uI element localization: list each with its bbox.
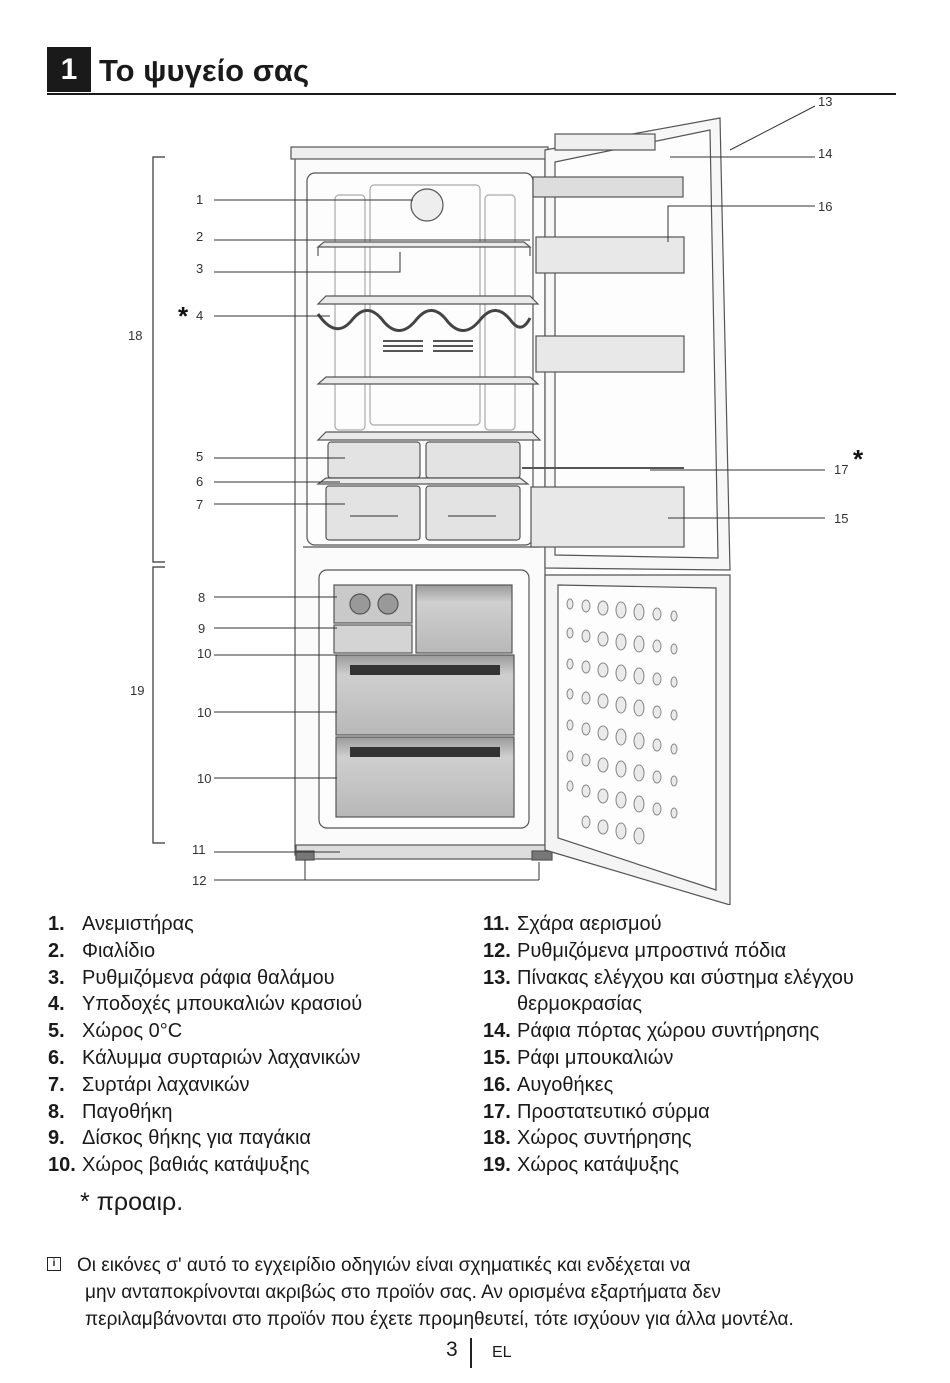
freezer-top-box: [415, 584, 513, 654]
info-icon: i: [47, 1257, 61, 1271]
callout-10c: 10: [197, 771, 211, 786]
fridge-diagram: 1 2 3 * 4 5 6 7 8 9 10 10 10 11 12 13 14…: [128, 94, 864, 905]
legend-left: 1.Ανεμιστήρας 2.Φιαλίδιο 3.Ρυθμιζόμενα ρ…: [48, 911, 468, 1179]
legend-item: 19.Χώρος κατάψυξης: [483, 1154, 680, 1177]
front-foot-right: [531, 850, 553, 861]
callout-5: 5: [196, 449, 203, 464]
callout-13: 13: [818, 94, 832, 109]
shelf-1: [316, 241, 532, 248]
fan-icon: [410, 188, 444, 222]
shelf-2: [316, 295, 540, 305]
callout-3: 3: [196, 261, 203, 276]
note-text: Οι εικόνες σ' αυτό το εγχειρίδιο οδηγιών…: [77, 1255, 794, 1330]
legend-item: 3.Ρυθμιζόμενα ράφια θαλάμου: [48, 966, 335, 989]
legend-item: 12.Ρυθμιζόμενα μπροστινά πόδια: [483, 939, 787, 962]
section-title: Το ψυγείο σας: [99, 53, 310, 88]
bracket-freezer: [152, 566, 165, 844]
chiller-box-left: [327, 441, 421, 479]
door-shelf-middle: [535, 335, 685, 373]
egg-tray: [535, 236, 685, 274]
ice-bank: [333, 624, 413, 654]
callout-12: 12: [192, 873, 206, 888]
legend-item: 1.Ανεμιστήρας: [48, 913, 194, 935]
callout-15: 15: [834, 511, 848, 526]
bottle-shelf: [530, 486, 685, 548]
callout-16: 16: [818, 199, 832, 214]
callout-10a: 10: [197, 646, 211, 661]
legend-item: 6.Κάλυμμα συρταριών λαχανικών: [48, 1046, 361, 1069]
ice-tray: [333, 584, 413, 624]
footer-divider: [470, 1338, 472, 1368]
freezer-door-dimples: [566, 598, 678, 845]
callout-7: 7: [196, 497, 203, 512]
bracket-fridge: [152, 156, 165, 563]
callout-6: 6: [196, 474, 203, 489]
control-panel: [554, 133, 656, 151]
section-number: 1: [47, 47, 91, 92]
crisper-right: [425, 485, 521, 541]
fridge-top-panel: [290, 146, 549, 160]
wine-rack: [316, 309, 532, 332]
legend-item: 15.Ράφι μπουκαλιών: [483, 1046, 674, 1069]
legend-item: 18.Χώρος συντήρησης: [483, 1127, 692, 1150]
optional-marker-4: *: [178, 301, 189, 331]
callout-14: 14: [818, 146, 832, 161]
legend-item: 7.Συρτάρι λαχανικών: [48, 1073, 250, 1096]
callout-17: 17: [834, 462, 848, 477]
optional-note: * προαιρ.: [80, 1188, 184, 1216]
callout-2: 2: [196, 229, 203, 244]
language-code: EL: [492, 1344, 512, 1361]
legend-item: 14.Ράφια πόρτας χώρου συντήρησης: [483, 1020, 820, 1043]
legend-item: 8.Παγοθήκη: [48, 1100, 173, 1123]
crisper-cover: [316, 477, 530, 485]
legend-item: 16.Αυγοθήκες: [483, 1073, 614, 1096]
legend-item: 9.Δίσκος θήκης για παγάκια: [48, 1127, 311, 1150]
fan-housing: [369, 184, 481, 426]
callout-4: 4: [196, 308, 203, 323]
legend-item: 5.Χώρος 0°C: [48, 1020, 183, 1043]
callout-10b: 10: [197, 705, 211, 720]
door-top-shelf: [532, 176, 684, 198]
legend-item: 11.Σχάρα αερισμού: [483, 913, 662, 935]
legend-item: 10.Χώρος βαθιάς κατάψυξης: [48, 1154, 310, 1177]
shelf-3: [316, 376, 540, 385]
callout-19: 19: [130, 683, 144, 698]
legend-item: 2.Φιαλίδιο: [48, 939, 156, 962]
legend-item: 13.Πίνακας ελέγχου και σύστημα ελέγχου θ…: [483, 966, 854, 1016]
callout-9: 9: [198, 621, 205, 636]
callout-11: 11: [192, 842, 206, 857]
legend-item: 17.Προστατευτικό σύρμα: [483, 1100, 710, 1123]
callout-8: 8: [198, 590, 205, 605]
section-header: 1 Το ψυγείο σας: [47, 47, 896, 95]
legend-item: 4.Υποδοχές μπουκαλιών κρασιού: [48, 993, 363, 1016]
callout-18: 18: [128, 328, 142, 343]
callout-1: 1: [196, 192, 203, 207]
chiller-cover: [316, 431, 542, 441]
legend-right: 11.Σχάρα αερισμού 12.Ρυθμιζόμενα μπροστι…: [483, 911, 883, 1179]
chiller-box-right: [425, 441, 521, 479]
crisper-left: [325, 485, 421, 541]
optional-marker-17: *: [853, 444, 864, 474]
page-number: 3: [446, 1338, 458, 1361]
